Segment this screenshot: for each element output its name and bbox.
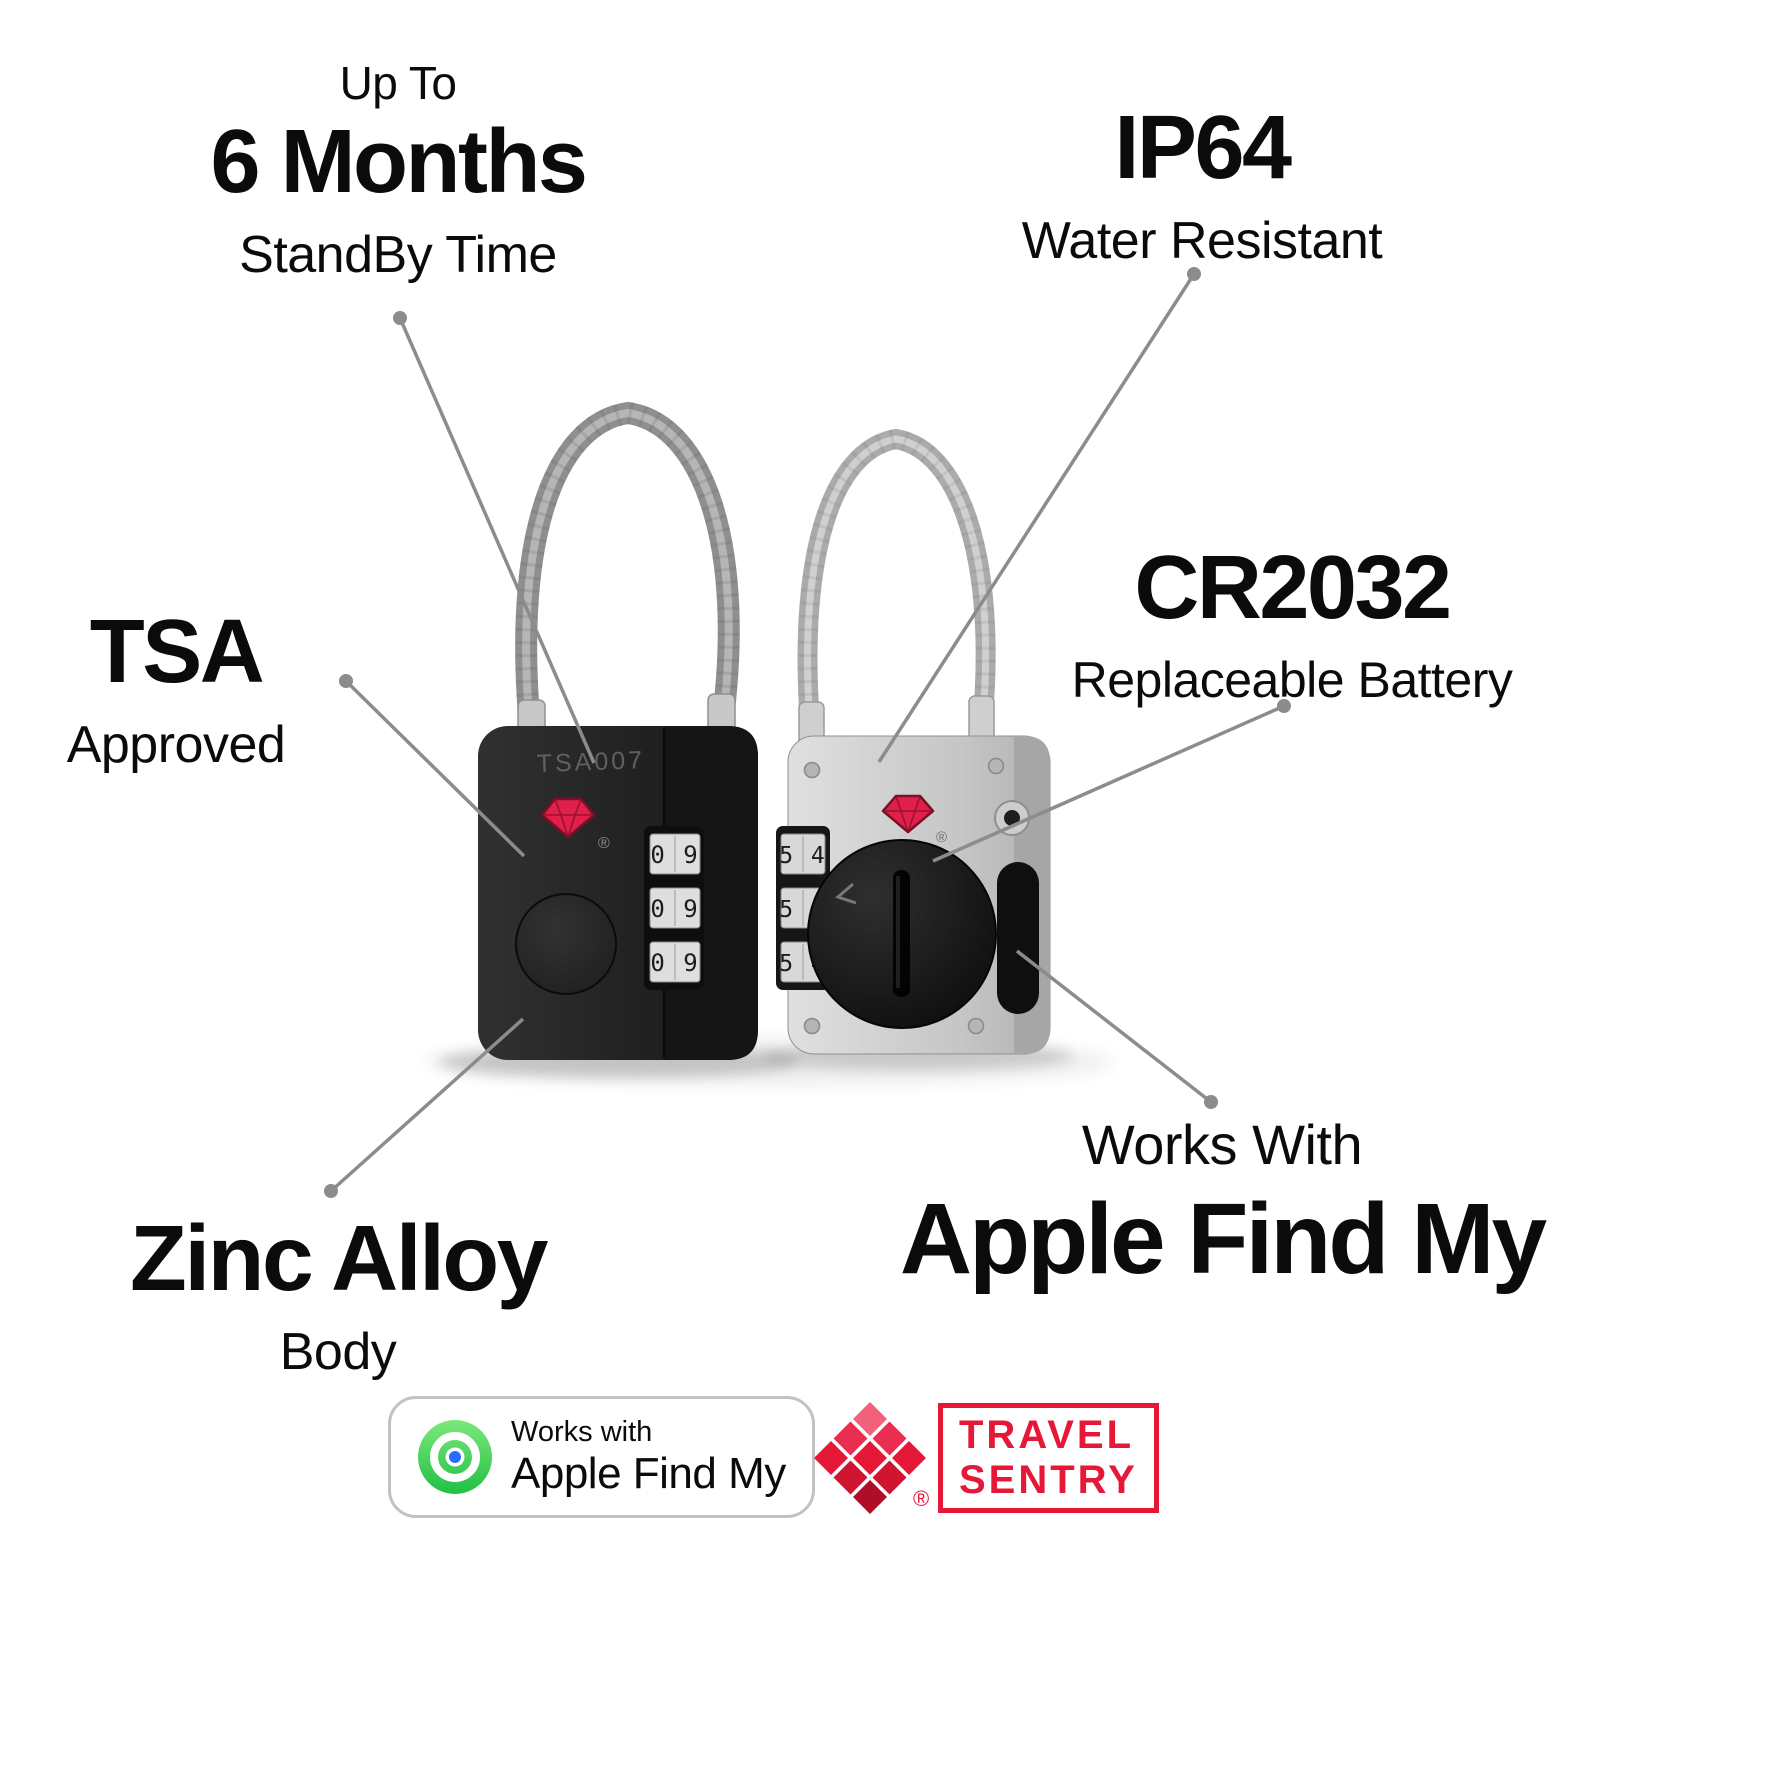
leader-line-battery — [932, 704, 1285, 863]
dial-digits: 0 9 — [650, 841, 699, 869]
black-lock: TSA007 ® 0 9 0 9 0 9 — [438, 401, 798, 1078]
cable-ferrule — [968, 695, 995, 743]
callout-headline: TSA — [89, 602, 265, 702]
callout-prefix: Up To — [339, 57, 457, 109]
battery-cover-slot — [893, 870, 910, 997]
callout-apple-find-my: Works With Apple Find My — [899, 1112, 1547, 1295]
leader-line-findmy — [1015, 949, 1213, 1104]
find-my-app-icon — [418, 1420, 492, 1494]
speaker-pill — [997, 862, 1039, 1014]
travel-sentry-logo: ® TRAVEL SENTRY — [812, 1396, 1159, 1520]
travel-sentry-diamond-icon — [814, 1402, 926, 1514]
black-lock-button[interactable] — [515, 893, 617, 995]
open-arrow-marking — [835, 882, 857, 905]
screw — [967, 1017, 985, 1035]
callout-headline: IP64 — [1114, 98, 1292, 198]
registered-mark: ® — [913, 1485, 930, 1511]
callout-headline: Apple Find My — [899, 1183, 1547, 1295]
callout-replaceable-battery: CR2032 Replaceable Battery — [1072, 536, 1513, 709]
dial-digits: 0 9 — [650, 895, 699, 923]
callout-caption: Replaceable Battery — [1071, 652, 1513, 709]
leader-line-ip64 — [877, 273, 1196, 763]
travel-sentry-wordmark-box: ® TRAVEL SENTRY — [913, 1403, 1159, 1513]
callout-caption: Water Resistant — [1021, 212, 1383, 271]
slot-highlight — [896, 876, 900, 988]
badge-works-with-label: Works with — [511, 1416, 653, 1449]
badge-text: Works with Apple Find My — [511, 1417, 786, 1497]
registered-mark: ® — [598, 835, 610, 852]
leader-dots — [324, 267, 1291, 1198]
callout-headline: CR2032 — [1134, 538, 1452, 638]
travel-sentry-gem-icon — [881, 794, 935, 834]
dial-digits: 0 9 — [650, 949, 699, 977]
badge-apple-find-my-label: Apple Find My — [511, 1448, 786, 1498]
sentry-label: SENTRY — [959, 1458, 1138, 1502]
silver-lock: ® 5 4 5 4 5 4 — [763, 428, 1073, 1070]
callout-water-resistant: IP64 Water Resistant — [1021, 96, 1383, 271]
callout-standby-time: Up To 6 Months StandBy Time — [210, 56, 588, 285]
travel-sentry-gem-icon — [540, 797, 596, 839]
tsa007-engraving: TSA007 — [536, 746, 645, 778]
leader-lines — [324, 267, 1291, 1198]
keyhole-center — [1004, 810, 1020, 826]
black-lock-combination-dials[interactable]: 0 9 0 9 0 9 — [644, 826, 704, 990]
callout-caption: Approved — [66, 716, 286, 775]
callout-headline: 6 Months — [210, 112, 588, 212]
leader-line-tsa — [344, 679, 526, 858]
callout-headline: Zinc Alloy — [130, 1206, 548, 1310]
registered-mark: ® — [936, 829, 947, 846]
travel-label: TRAVEL — [959, 1413, 1135, 1458]
dial-digits: 5 4 — [779, 843, 827, 869]
cable-highlight — [804, 435, 990, 749]
screw — [803, 1017, 821, 1035]
screw — [987, 757, 1005, 775]
works-with-apple-find-my-badge: Works with Apple Find My — [388, 1396, 815, 1518]
leader-line-standby — [398, 317, 596, 764]
screw — [803, 761, 821, 779]
callout-tsa-approved: TSA Approved — [67, 600, 286, 775]
cable-highlight — [522, 408, 733, 749]
silver-lock-cable — [797, 428, 996, 758]
callout-caption: StandBy Time — [239, 226, 557, 285]
callout-prefix: Works With — [1081, 1113, 1363, 1176]
callout-zinc-alloy: Zinc Alloy Body — [130, 1204, 548, 1382]
leader-line-zinc — [329, 1017, 525, 1193]
cable-braid-texture — [797, 428, 996, 749]
callout-caption: Body — [279, 1323, 397, 1382]
